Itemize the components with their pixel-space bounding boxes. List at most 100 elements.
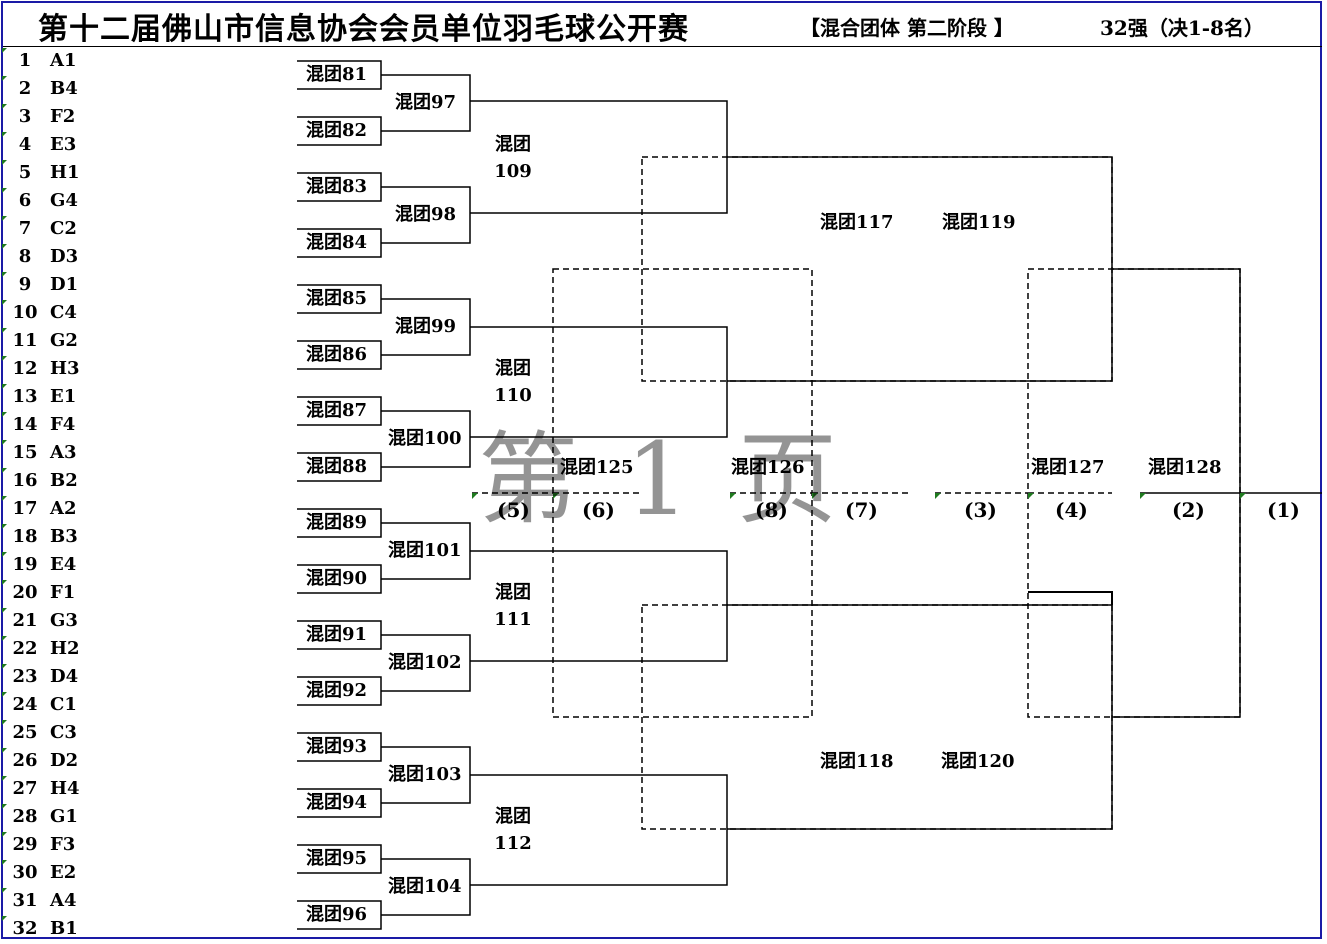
seed-number: 20 xyxy=(12,582,38,603)
seed-number: 27 xyxy=(12,778,38,799)
seed-row: 8 D3 xyxy=(0,244,120,272)
seed-team: E3 xyxy=(50,134,77,155)
seed-number: 8 xyxy=(18,246,32,267)
match-120: 混团120 xyxy=(941,751,1015,772)
cell-marker-icon xyxy=(2,76,7,81)
cell-marker-icon xyxy=(2,832,7,837)
round2-match: 混团103 xyxy=(388,764,462,785)
round2-match: 混团102 xyxy=(388,652,462,673)
cell-marker-icon xyxy=(2,636,7,641)
seed-number: 15 xyxy=(12,442,38,463)
round1-match: 混团81 xyxy=(306,64,368,85)
seed-team: B3 xyxy=(50,526,78,547)
cell-marker-icon xyxy=(2,580,7,585)
round1-match: 混团82 xyxy=(306,120,368,141)
seed-number: 6 xyxy=(18,190,32,211)
cell-marker-icon xyxy=(2,48,7,53)
seed-number: 13 xyxy=(12,386,38,407)
cell-marker-icon xyxy=(2,496,7,501)
match-119: 混团119 xyxy=(942,212,1016,233)
round3-match-number: 111 xyxy=(494,609,532,630)
seed-row: 1 A1 xyxy=(0,48,120,76)
seed-number: 24 xyxy=(12,694,38,715)
round1-match: 混团86 xyxy=(306,344,368,365)
round1-match: 混团95 xyxy=(306,848,368,869)
seed-team: A2 xyxy=(50,498,77,519)
seed-number: 9 xyxy=(18,274,32,295)
seed-team: H3 xyxy=(50,358,80,379)
round1-match: 混团93 xyxy=(306,736,368,757)
round3-match-number: 112 xyxy=(494,833,532,854)
round1-match: 混团88 xyxy=(306,456,368,477)
seed-number: 5 xyxy=(18,162,32,183)
match-127: 混团127 xyxy=(1031,457,1105,478)
place-6: (6) xyxy=(582,498,615,522)
place-8: (8) xyxy=(755,498,788,522)
seed-team: D4 xyxy=(50,666,79,687)
round1-match: 混团84 xyxy=(306,232,368,253)
match-128: 混团128 xyxy=(1148,457,1222,478)
round1-match: 混团89 xyxy=(306,512,368,533)
round1-match: 混团96 xyxy=(306,904,368,925)
cell-marker-icon xyxy=(2,356,7,361)
cell-marker-icon xyxy=(2,664,7,669)
seed-number: 1 xyxy=(18,50,32,71)
cell-marker-icon xyxy=(2,916,7,921)
seed-team: A1 xyxy=(50,50,77,71)
seed-team: E4 xyxy=(50,554,77,575)
cell-marker-icon xyxy=(2,888,7,893)
seed-team: H1 xyxy=(50,162,80,183)
cell-marker-icon xyxy=(2,860,7,865)
round2-match: 混团97 xyxy=(395,92,457,113)
seed-number: 11 xyxy=(12,330,38,351)
round1-match: 混团94 xyxy=(306,792,368,813)
seed-team: F3 xyxy=(50,834,76,855)
seed-row: 13 E1 xyxy=(0,384,120,412)
seed-team: G4 xyxy=(50,190,78,211)
round3-match-prefix: 混团 xyxy=(495,358,531,379)
round3-match-prefix: 混团 xyxy=(495,582,531,603)
seed-number: 25 xyxy=(12,722,38,743)
bracket-info: 32强（决1-8名） xyxy=(1100,16,1264,40)
seed-row: 30 E2 xyxy=(0,860,120,888)
seed-team: D3 xyxy=(50,246,79,267)
round3-match-number: 109 xyxy=(494,161,532,182)
seed-number: 21 xyxy=(12,610,38,631)
seed-number: 30 xyxy=(12,862,38,883)
seed-team: E1 xyxy=(50,386,77,407)
cell-marker-icon xyxy=(2,188,7,193)
page-watermark: 第 1 页 xyxy=(478,421,846,538)
seed-number: 12 xyxy=(12,358,38,379)
seed-team: G1 xyxy=(50,806,78,827)
cell-marker-icon xyxy=(2,804,7,809)
match-125: 混团125 xyxy=(560,457,634,478)
seed-number: 29 xyxy=(12,834,38,855)
place-5: (5) xyxy=(497,498,530,522)
round3-match: 混团 109 xyxy=(483,131,543,185)
round3-match-prefix: 混团 xyxy=(495,134,531,155)
cell-marker-icon xyxy=(2,104,7,109)
seed-number: 14 xyxy=(12,414,38,435)
seed-number: 3 xyxy=(18,106,32,127)
cell-marker-icon xyxy=(2,300,7,305)
cell-marker-icon xyxy=(2,272,7,277)
seed-number: 32 xyxy=(12,918,38,939)
seed-team: E2 xyxy=(50,862,77,883)
stage-label: 【混合团体 第二阶段 】 xyxy=(800,16,1014,40)
cell-marker-icon xyxy=(2,468,7,473)
